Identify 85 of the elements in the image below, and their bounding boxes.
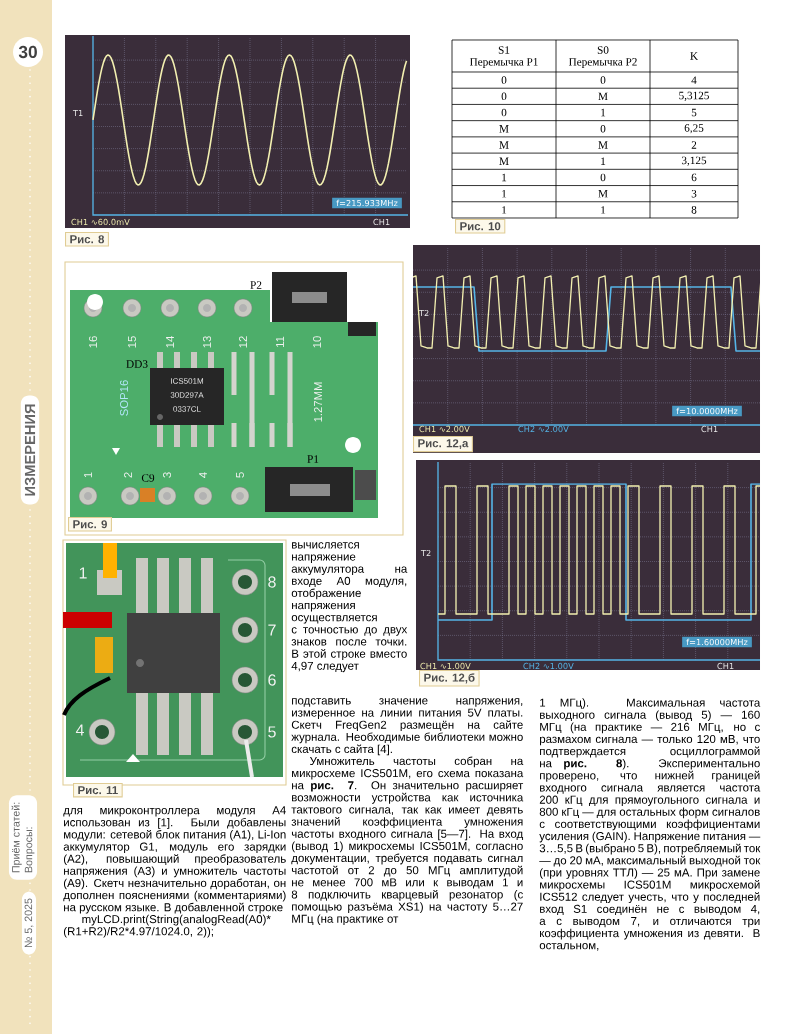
- table-cell: 5,3125: [679, 91, 709, 101]
- paragraph: подставить значение напряжения, измеренное на линии питания 5V платы. Скетч FreqGen2 размещён на сайте журнала. Необходимые библиотеки можно скачать с сайта [4].: [291, 698, 523, 756]
- screen-readout: CH1 ∿60.0mV: [71, 218, 130, 226]
- pin-number: 1: [79, 567, 87, 579]
- table-cell: 5: [691, 108, 697, 117]
- silkscreen-label: 4: [199, 472, 207, 478]
- silkscreen-label: 2: [124, 472, 132, 478]
- table-cell: M: [598, 190, 608, 198]
- screen-readout: CH1: [701, 425, 718, 433]
- table-cell: 0: [600, 76, 606, 84]
- figure-caption: Рис. 10: [455, 219, 506, 234]
- silkscreen-label: C9: [141, 474, 155, 482]
- screen-readout: CH2 ∿2.00V: [518, 425, 569, 433]
- silkscreen-label: 5: [236, 472, 244, 478]
- table-cell: S0: [597, 46, 609, 54]
- figure-caption: Рис. 8: [65, 232, 109, 247]
- trace-marker: T1: [72, 110, 83, 116]
- table-cell: K: [690, 52, 698, 60]
- table-cell: 0: [501, 92, 507, 101]
- silkscreen-label: DD3: [126, 360, 148, 368]
- table-cell: M: [499, 157, 509, 165]
- table-cell: 3: [691, 189, 697, 198]
- table-cell: 0: [600, 173, 606, 182]
- pin-number: 7: [268, 624, 276, 636]
- margin-note: № 5, 2025: [21, 891, 37, 955]
- silkscreen-label: 12: [239, 336, 247, 348]
- table-cell: 4: [691, 76, 697, 84]
- table-cell: M: [598, 92, 608, 100]
- page-number: 30: [13, 37, 43, 67]
- chip-marking: 0337CL: [173, 406, 201, 412]
- chip-marking: 30D297A: [170, 392, 204, 398]
- trace-marker: T2: [418, 309, 429, 317]
- silkscreen-label: 1.27MM: [314, 382, 322, 422]
- table-cell: 1: [502, 189, 507, 198]
- silkscreen-label: P2: [250, 281, 262, 289]
- table-cell: 6: [691, 173, 697, 182]
- paragraph: 1 МГц). Максимальная частота выходного сигнала (вывод 5) — 160 МГц (на практике — 216 МГц, но с размахом сигнала — только 120 мВ, что подтверждается осциллограммой на рис. 8). Экспериментально проверено, что нижней границей входного сигнала является частота 200 кГц для прямоугольного сигнала и 800 кГц — для остальных форм сигналов с соответствующими коэффициентами усиления (GAIN). Напряжение питания — 3…5,5 В (выбрано 5 В), потребляемый ток — до 20 мА, максимальный выходной ток (при уровнях ТТЛ) — 25 мА. При замене микросхемы ICS501M микросхемой ICS512 следует учесть, что у последней вход S1 соединён не с выводом 4, а с выводом 7, и отличаются три коэффициента умножения из девяти. В остальном,: [539, 698, 761, 951]
- table-cell: 1: [502, 173, 507, 182]
- silkscreen-label: 1: [84, 472, 92, 478]
- table-cell: 2: [691, 141, 697, 149]
- screen-readout: CH1: [373, 218, 390, 226]
- code-text: myLCD.print(String(analogRead(A0)*(R1+R2)/R2*4.97/1024.0, 2));: [64, 914, 271, 938]
- trace-marker: T2: [420, 549, 431, 557]
- table-cell: 1: [502, 206, 507, 214]
- table-cell: Перемычка P2: [568, 58, 637, 68]
- silkscreen-label: P1: [307, 455, 319, 463]
- silkscreen-label: 10: [313, 336, 321, 348]
- silkscreen-label: 15: [128, 336, 136, 348]
- pin-number: 5: [268, 726, 276, 738]
- table-cell: 8: [691, 206, 697, 214]
- silkscreen-label: 14: [166, 336, 174, 348]
- silkscreen-label: 3: [163, 472, 171, 478]
- silkscreen-label: SOP16: [120, 380, 128, 416]
- frequency-readout: f=1.60000MHz: [682, 636, 752, 648]
- table-cell: 0: [501, 108, 507, 117]
- silkscreen-label: 16: [89, 336, 97, 348]
- margin-note: Приём статей: Вопросы:: [8, 795, 38, 880]
- figure-caption: Рис. 9: [68, 517, 112, 532]
- paragraph: Умножитель частоты собран на микросхеме ICS501M, его схема показана на рис. 7. Он значительно расширяет возможности устройства как источника тактового сигнала, так как имеет девять значений коэффициента умножения частоты входного сигнала [5—7]. На вход (вывод 1) микросхемы ICS501M, согласно документации, требуется подавать сигнал частотой от 2 до 50 МГц амплитудой не менее 700 мВ или к выводам 1 и 8 подключить кварцевый резонатор (с помощью разъёма XS1) на частоту 5…27 МГц (на практике от: [291, 756, 524, 926]
- chip-marking: ICS501M: [171, 378, 204, 384]
- table-cell: M: [598, 141, 608, 149]
- pin-number: 4: [75, 724, 84, 736]
- table-cell: 1: [601, 157, 606, 165]
- table-cell: 3,125: [681, 156, 707, 166]
- paragraph: вычисляется напряжение аккумулятора на входе A0 модуля, отображение напряжения осуществляется с точностью до двух знаков после точки. В этой строке вместо 4,97 следует: [291, 542, 408, 673]
- pin-number: 6: [268, 674, 276, 686]
- table-cell: Перемычка P1: [469, 58, 538, 68]
- figure-caption: Рис. 12,а: [413, 436, 473, 453]
- silkscreen-label: 11: [276, 336, 284, 347]
- screen-readout: CH2 ∿1.00V: [523, 662, 574, 670]
- table-cell: 0: [501, 76, 507, 84]
- figure-caption: Рис. 12,б: [419, 670, 480, 687]
- figure-caption: Рис. 11: [73, 783, 123, 798]
- table-cell: M: [499, 125, 509, 133]
- screen-readout: CH1: [717, 662, 734, 670]
- table-cell: 6,25: [684, 124, 704, 134]
- frequency-readout: f=215.933MHz: [332, 197, 402, 209]
- table-cell: 1: [601, 206, 606, 214]
- table-cell: 0: [600, 125, 606, 133]
- table-cell: 1: [601, 108, 606, 117]
- table-cell: S1: [498, 46, 510, 54]
- table-cell: M: [499, 141, 509, 149]
- frequency-readout: f=10.0000MHz: [672, 405, 742, 417]
- silkscreen-label: 13: [203, 336, 211, 348]
- pin-number: 8: [268, 576, 276, 588]
